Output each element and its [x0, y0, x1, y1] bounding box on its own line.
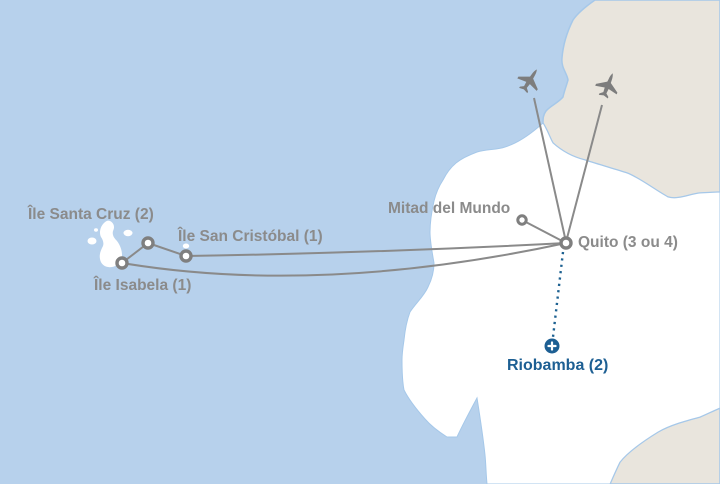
airplane-icon [517, 69, 538, 94]
ecuador-landmass [401, 122, 720, 484]
fernandina-island [87, 237, 97, 245]
route-mitad-quito [521, 219, 567, 244]
quito-marker [559, 236, 573, 250]
galapagos-islands [87, 220, 190, 268]
label-isabela: Île Isabela (1) [94, 277, 192, 294]
label-quito: Quito (3 ou 4) [578, 234, 678, 251]
riobamba-marker [544, 338, 560, 354]
san-cristobal-island [182, 243, 190, 249]
isabela-island [99, 220, 122, 268]
route-quito-riobamba-dotted [551, 251, 565, 338]
santa-cruz-island [123, 229, 133, 237]
isabela-marker [115, 256, 129, 270]
airplane-icon [595, 73, 618, 99]
route-flight-north [533, 97, 567, 243]
mitad-del-mundo-marker [516, 214, 528, 226]
route-flight-northeast [565, 104, 603, 243]
route-isabela-quito [121, 242, 567, 277]
label-riobamba: Riobamba (2) [507, 357, 609, 374]
ring-markers [115, 214, 573, 270]
label-san-cristobal: Île San Cristóbal (1) [178, 228, 323, 245]
label-mitad-del-mundo: Mitad del Mundo [388, 200, 511, 217]
santa-cruz-marker [141, 236, 155, 250]
small-island [94, 228, 98, 232]
label-santa-cruz: Île Santa Cruz (2) [28, 206, 154, 223]
route-quito-sancristobal [185, 242, 567, 257]
san-cristobal-marker [179, 249, 193, 263]
